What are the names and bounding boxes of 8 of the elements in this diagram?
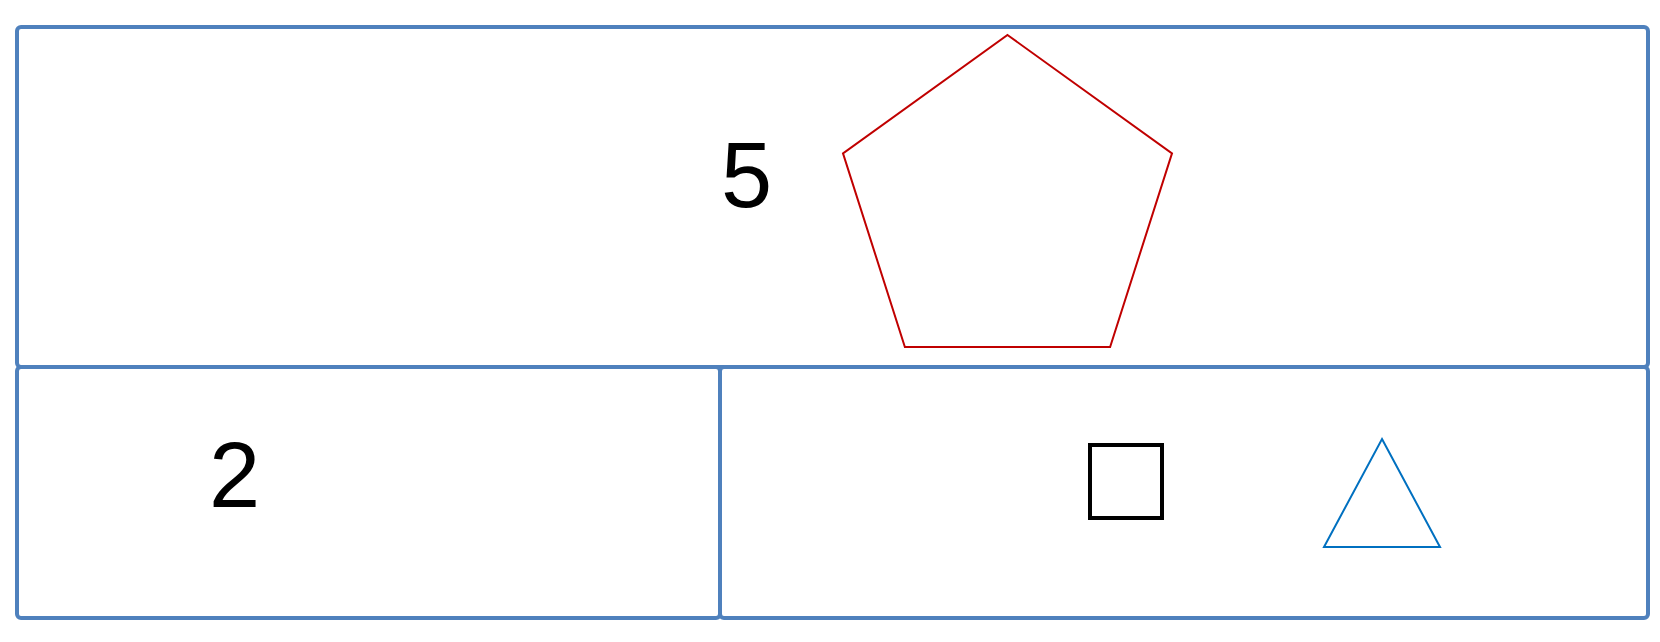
grid-cell bbox=[15, 365, 722, 620]
square-shape bbox=[1088, 443, 1164, 520]
number-label: 2 bbox=[209, 429, 261, 521]
grid-cell bbox=[718, 365, 1650, 620]
number-label: 5 bbox=[721, 129, 773, 221]
pentagon-shape bbox=[842, 34, 1173, 348]
grid-cell bbox=[15, 25, 1650, 369]
triangle-shape bbox=[1323, 438, 1441, 548]
